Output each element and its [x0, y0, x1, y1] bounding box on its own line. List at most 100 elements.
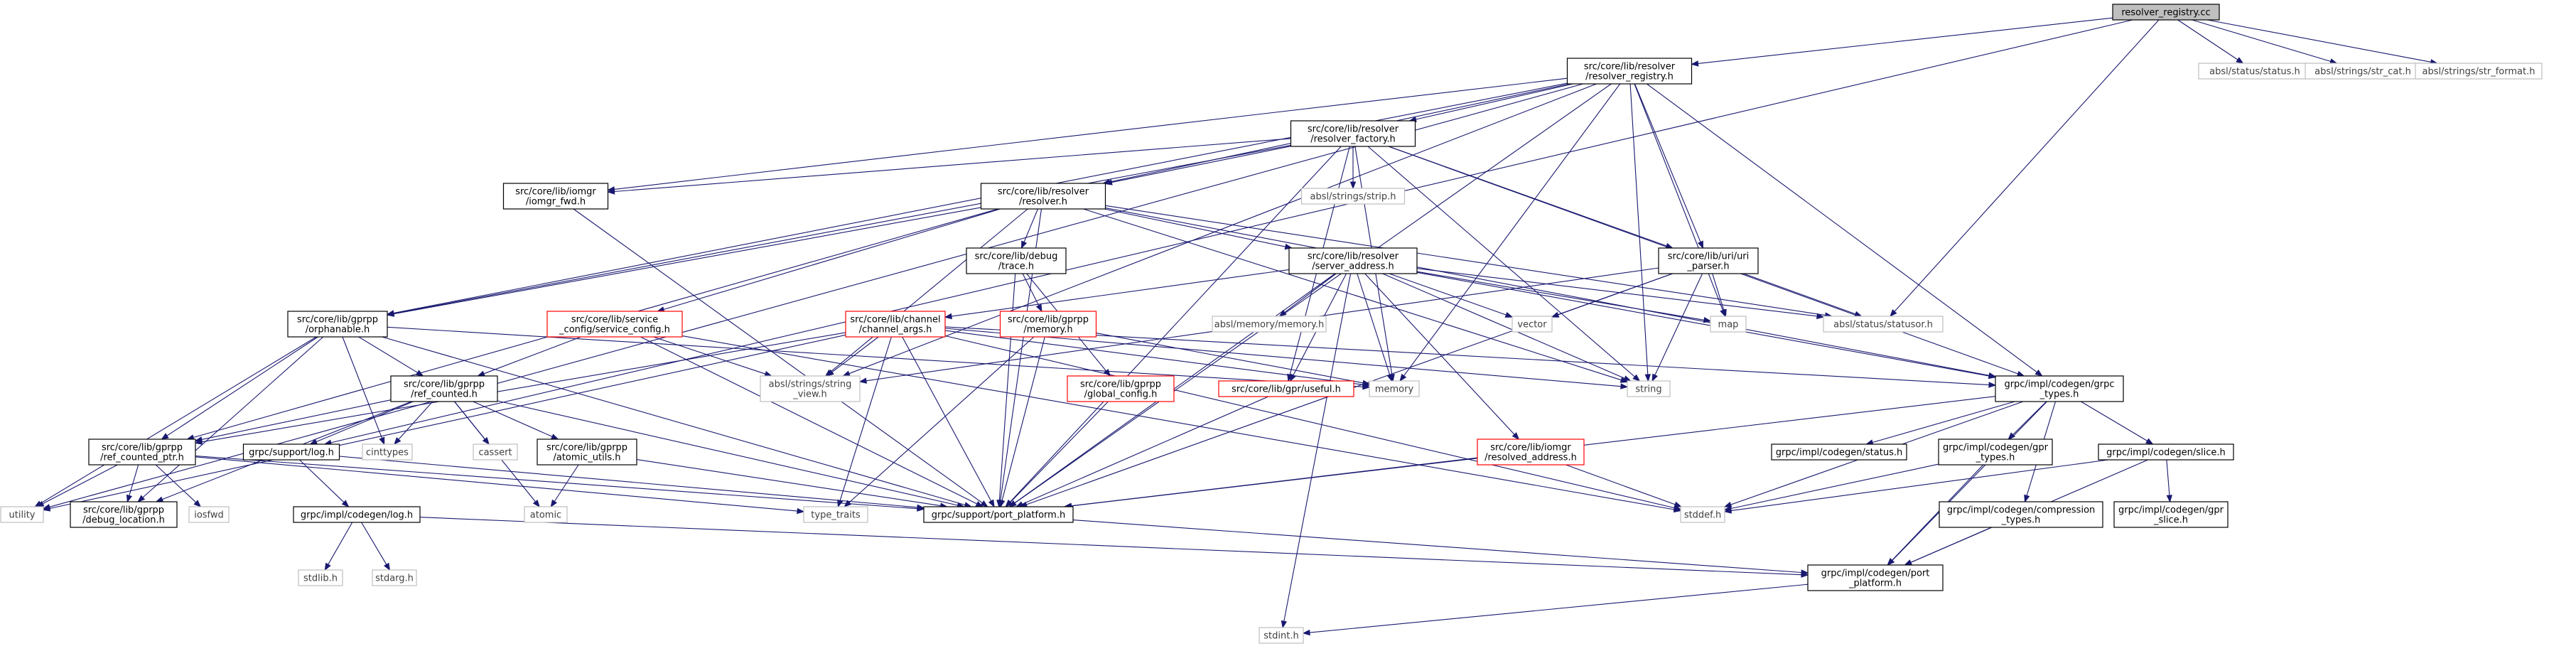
node-resolver-factory-h[interactable]: src/core/lib/resolver/resolver_factory.h: [1290, 120, 1416, 147]
node-box: [362, 443, 413, 461]
edge-server_address_h-to-statusor_h: [1416, 268, 1825, 320]
node-resolver-h[interactable]: src/core/lib/resolver/resolver.h: [980, 183, 1106, 210]
node-resolver-registry-cc[interactable]: resolver_registry.cc: [2112, 4, 2220, 21]
edge-service_config_h-to-ref_counted_h: [477, 336, 581, 377]
edge-channel_args_h-to-string: [944, 328, 1629, 389]
node-debug-location-h[interactable]: src/core/lib/gprpp/debug_location.h: [70, 501, 178, 528]
node-label-line: _types.h: [1976, 453, 2015, 463]
node-box: [546, 311, 683, 338]
node-compression-types-h[interactable]: grpc/impl/codegen/compression_types.h: [1939, 501, 2103, 528]
node-resolved-address-h[interactable]: src/core/lib/iomgr/resolved_address.h: [1477, 439, 1585, 466]
edge-service_config_h-to-stddef_h: [681, 335, 1682, 513]
node-label-line: type_traits: [811, 510, 861, 521]
node-box: [1939, 501, 2103, 528]
node-label-line: /debug_location.h: [82, 515, 165, 526]
node-label-line: grpc/impl/codegen/gpr: [2118, 505, 2224, 516]
edge-service_config_h-to-string_view_h: [653, 336, 772, 377]
node-service-config-h[interactable]: src/core/lib/service_config/service_conf…: [546, 311, 683, 338]
node-status-h: absl/status/status.h: [2198, 63, 2312, 80]
node-label-line: absl/strings/str_cat.h: [2314, 67, 2411, 77]
node-box: [1995, 375, 2124, 402]
edge-atomic_utils_h-to-atomic: [550, 464, 579, 508]
node-iosfwd: iosfwd: [188, 506, 230, 523]
edge-gpr_types_h-to-codegen_port_platform_h: [1887, 464, 1984, 566]
edge-resolver_registry_cc-to-resolver_registry_h: [1691, 17, 2113, 67]
node-label-line: src/core/lib/service: [571, 315, 658, 326]
node-label-line: _config/service_config.h: [559, 325, 670, 335]
edge-support_log_h-to-codegen_log_h: [299, 459, 350, 507]
node-global-config-h[interactable]: src/core/lib/gprpp/global_config.h: [1067, 375, 1175, 402]
node-channel-args-h[interactable]: src/core/lib/channel/channel_args.h: [845, 311, 946, 338]
node-slice-h[interactable]: grpc/impl/codegen/slice.h: [2098, 443, 2234, 461]
node-atomic-utils-h[interactable]: src/core/lib/gprpp/atomic_utils.h: [537, 439, 637, 466]
node-label-line: absl/strings/str_format.h: [2423, 67, 2535, 77]
node-codegen-port-platform-h[interactable]: grpc/impl/codegen/port_platform.h: [1807, 564, 1944, 591]
node-ref-counted-h[interactable]: src/core/lib/gprpp/ref_counted.h: [390, 375, 498, 402]
node-label-line: grpc/impl/codegen/grpc: [2004, 380, 2114, 390]
node-label-line: grpc/impl/codegen/compression: [1947, 505, 2096, 516]
node-box: [2112, 4, 2220, 21]
edge-resolver_registry_h-to-memory: [1399, 83, 1621, 382]
node-box: [1259, 627, 1304, 644]
node-label-line: _types.h: [2039, 389, 2079, 400]
node-utility: utility: [0, 506, 44, 523]
node-label-line: stdarg.h: [375, 574, 414, 584]
node-label-line: stdlib.h: [303, 574, 338, 584]
node-codegen-status-h[interactable]: grpc/impl/codegen/status.h: [1771, 443, 1907, 461]
node-gpr-types-h[interactable]: grpc/impl/codegen/gpr_types.h: [1938, 439, 2053, 466]
node-label-line: grpc/impl/codegen/slice.h: [2106, 448, 2226, 458]
node-iomgr-fwd-h[interactable]: src/core/lib/iomgr/iomgr_fwd.h: [502, 183, 609, 210]
node-box: [1300, 188, 1406, 205]
edge-resolved_address_h-to-port_platform_h: [1064, 458, 1478, 510]
node-box: [1710, 316, 1747, 333]
node-label-line: string: [1635, 384, 1661, 395]
edge-channel_args_h-to-grpc_types_h: [944, 326, 1997, 388]
node-box: [242, 443, 340, 461]
node-codegen-log-h[interactable]: grpc/impl/codegen/log.h: [293, 506, 421, 523]
node-grpc-types-h[interactable]: grpc/impl/codegen/grpc_types.h: [1995, 375, 2124, 402]
node-debug-trace-h[interactable]: src/core/lib/debug/trace.h: [966, 247, 1067, 274]
node-gpr-slice-h[interactable]: grpc/impl/codegen/gpr_slice.h: [2113, 501, 2229, 528]
node-ref-counted-ptr-h[interactable]: src/core/lib/gprpp/ref_counted_ptr.h: [88, 439, 196, 466]
edge-server_address_h-to-vector: [1389, 273, 1514, 318]
edge-channel_args_h-to-string_view_h: [826, 336, 879, 377]
node-orphanable-h[interactable]: src/core/lib/gprpp/orphanable.h: [287, 311, 388, 338]
node-useful-h[interactable]: src/core/lib/gpr/useful.h: [1218, 380, 1354, 397]
edge-orphanable_h-to-ref_counted_h: [358, 336, 424, 377]
edge-ref_counted_h-to-ref_counted_ptr_h: [194, 399, 392, 443]
node-port-platform-h[interactable]: grpc/support/port_platform.h: [923, 506, 1074, 523]
edge-server_address_h-to-memory_memory_h: [1278, 273, 1337, 317]
edge-gpr_types_h-to-stddef_h: [1723, 463, 1939, 512]
node-box: [1218, 380, 1354, 397]
node-box: [1212, 316, 1327, 333]
edge-channel_args_h-to-stddef_h: [944, 335, 1682, 511]
edge-ref_counted_ptr_h-to-iosfwd: [155, 464, 202, 507]
node-label-line: src/core/lib/iomgr: [515, 187, 596, 198]
node-support-log-h[interactable]: grpc/support/log.h: [242, 443, 340, 461]
edge-resolver_h-to-orphanable_h: [386, 207, 981, 317]
edge-resolver_factory_h-to-string: [1367, 146, 1641, 382]
node-server-address-h[interactable]: src/core/lib/resolver/server_address.h: [1288, 247, 1418, 274]
edge-codegen_log_h-to-stdlib_h: [324, 522, 353, 571]
node-box: [390, 375, 498, 402]
node-label-line: src/core/lib/channel: [850, 315, 940, 326]
node-box: [999, 311, 1097, 338]
edge-resolver_registry_h-to-uri_parser_h: [1634, 83, 1704, 249]
node-uri-parser-h[interactable]: src/core/lib/uri/uri_parser.h: [1658, 247, 1759, 274]
node-label-line: _slice.h: [2153, 515, 2188, 526]
node-box: [1771, 443, 1907, 461]
node-label-line: atomic: [530, 510, 561, 521]
node-box: [2098, 443, 2234, 461]
node-label-line: /orphanable.h: [306, 325, 370, 335]
file-nodes: resolver_registry.cc src/core/lib/resolve…: [0, 4, 2543, 644]
edge-ref_counted_ptr_h-to-utility: [36, 464, 118, 507]
node-label-line: src/core/lib/gprpp: [297, 315, 378, 326]
node-label-line: grpc/support/port_platform.h: [932, 510, 1065, 521]
edge-uri_parser_h-to-statusor_h: [1743, 273, 1863, 317]
edge-grpc_types_h-to-codegen_status_h: [1865, 401, 2015, 446]
edge-resolver_registry_h-to-string: [1629, 83, 1651, 382]
node-label-line: grpc/impl/codegen/gpr: [1943, 443, 2049, 453]
node-gprpp-memory-h[interactable]: src/core/lib/gprpp/memory.h: [999, 311, 1097, 338]
node-box: [188, 506, 230, 523]
node-resolver-registry-h[interactable]: src/core/lib/resolver/resolver_registry.…: [1566, 58, 1693, 85]
